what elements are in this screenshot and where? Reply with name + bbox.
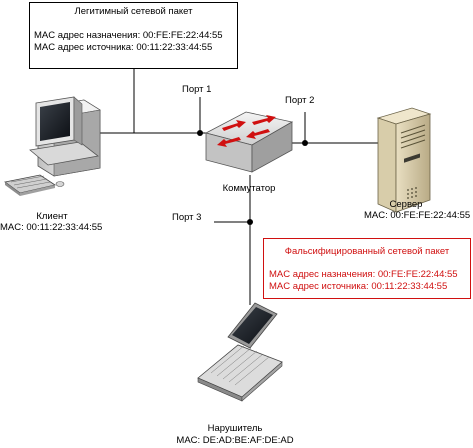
fake-packet-title: Фальсифицированный сетевой пакет xyxy=(284,246,450,257)
legit-packet-box: Легитимный сетевой пакет MAC адрес назна… xyxy=(29,2,238,69)
server-mac: MAC: 00:FE:FE:22:44:55 xyxy=(364,210,471,221)
network-switch-icon xyxy=(204,111,294,173)
port2-label: Порт 2 xyxy=(285,95,315,106)
fake-packet-dest-mac: MAC адрес назначения: 00:FE:FE:22:44:55 xyxy=(269,269,458,280)
port3-label: Порт 3 xyxy=(172,212,202,223)
attacker-label: Нарушитель xyxy=(207,423,263,434)
port-dots xyxy=(197,130,308,225)
switch-label: Коммутатор xyxy=(222,183,276,194)
port3-dot xyxy=(247,219,253,225)
desktop-computer-icon xyxy=(4,96,101,196)
port2-dot xyxy=(302,140,308,146)
port1-dot xyxy=(197,130,203,136)
legit-packet-dest-mac: MAC адрес назначения: 00:FE:FE:22:44:55 xyxy=(34,30,223,41)
port1-label: Порт 1 xyxy=(182,84,212,95)
server-tower-icon xyxy=(376,107,432,213)
fake-packet-box: Фальсифицированный сетевой пакет MAC адр… xyxy=(263,238,471,299)
client-mac: MAC: 00:11:22:33:44:55 xyxy=(0,222,103,233)
laptop-icon xyxy=(197,302,283,402)
attacker-mac: MAC: DE:AD:BE:AF:DE:AD xyxy=(176,435,294,446)
fake-packet-src-mac: MAC адрес источника: 00:11:22:33:44:55 xyxy=(269,281,448,292)
client-label: Клиент xyxy=(36,211,68,222)
server-label: Сервер xyxy=(389,199,423,210)
legit-packet-src-mac: MAC адрес источника: 00:11:22:33:44:55 xyxy=(34,42,213,53)
legit-packet-title: Легитимный сетевой пакет xyxy=(74,6,193,17)
